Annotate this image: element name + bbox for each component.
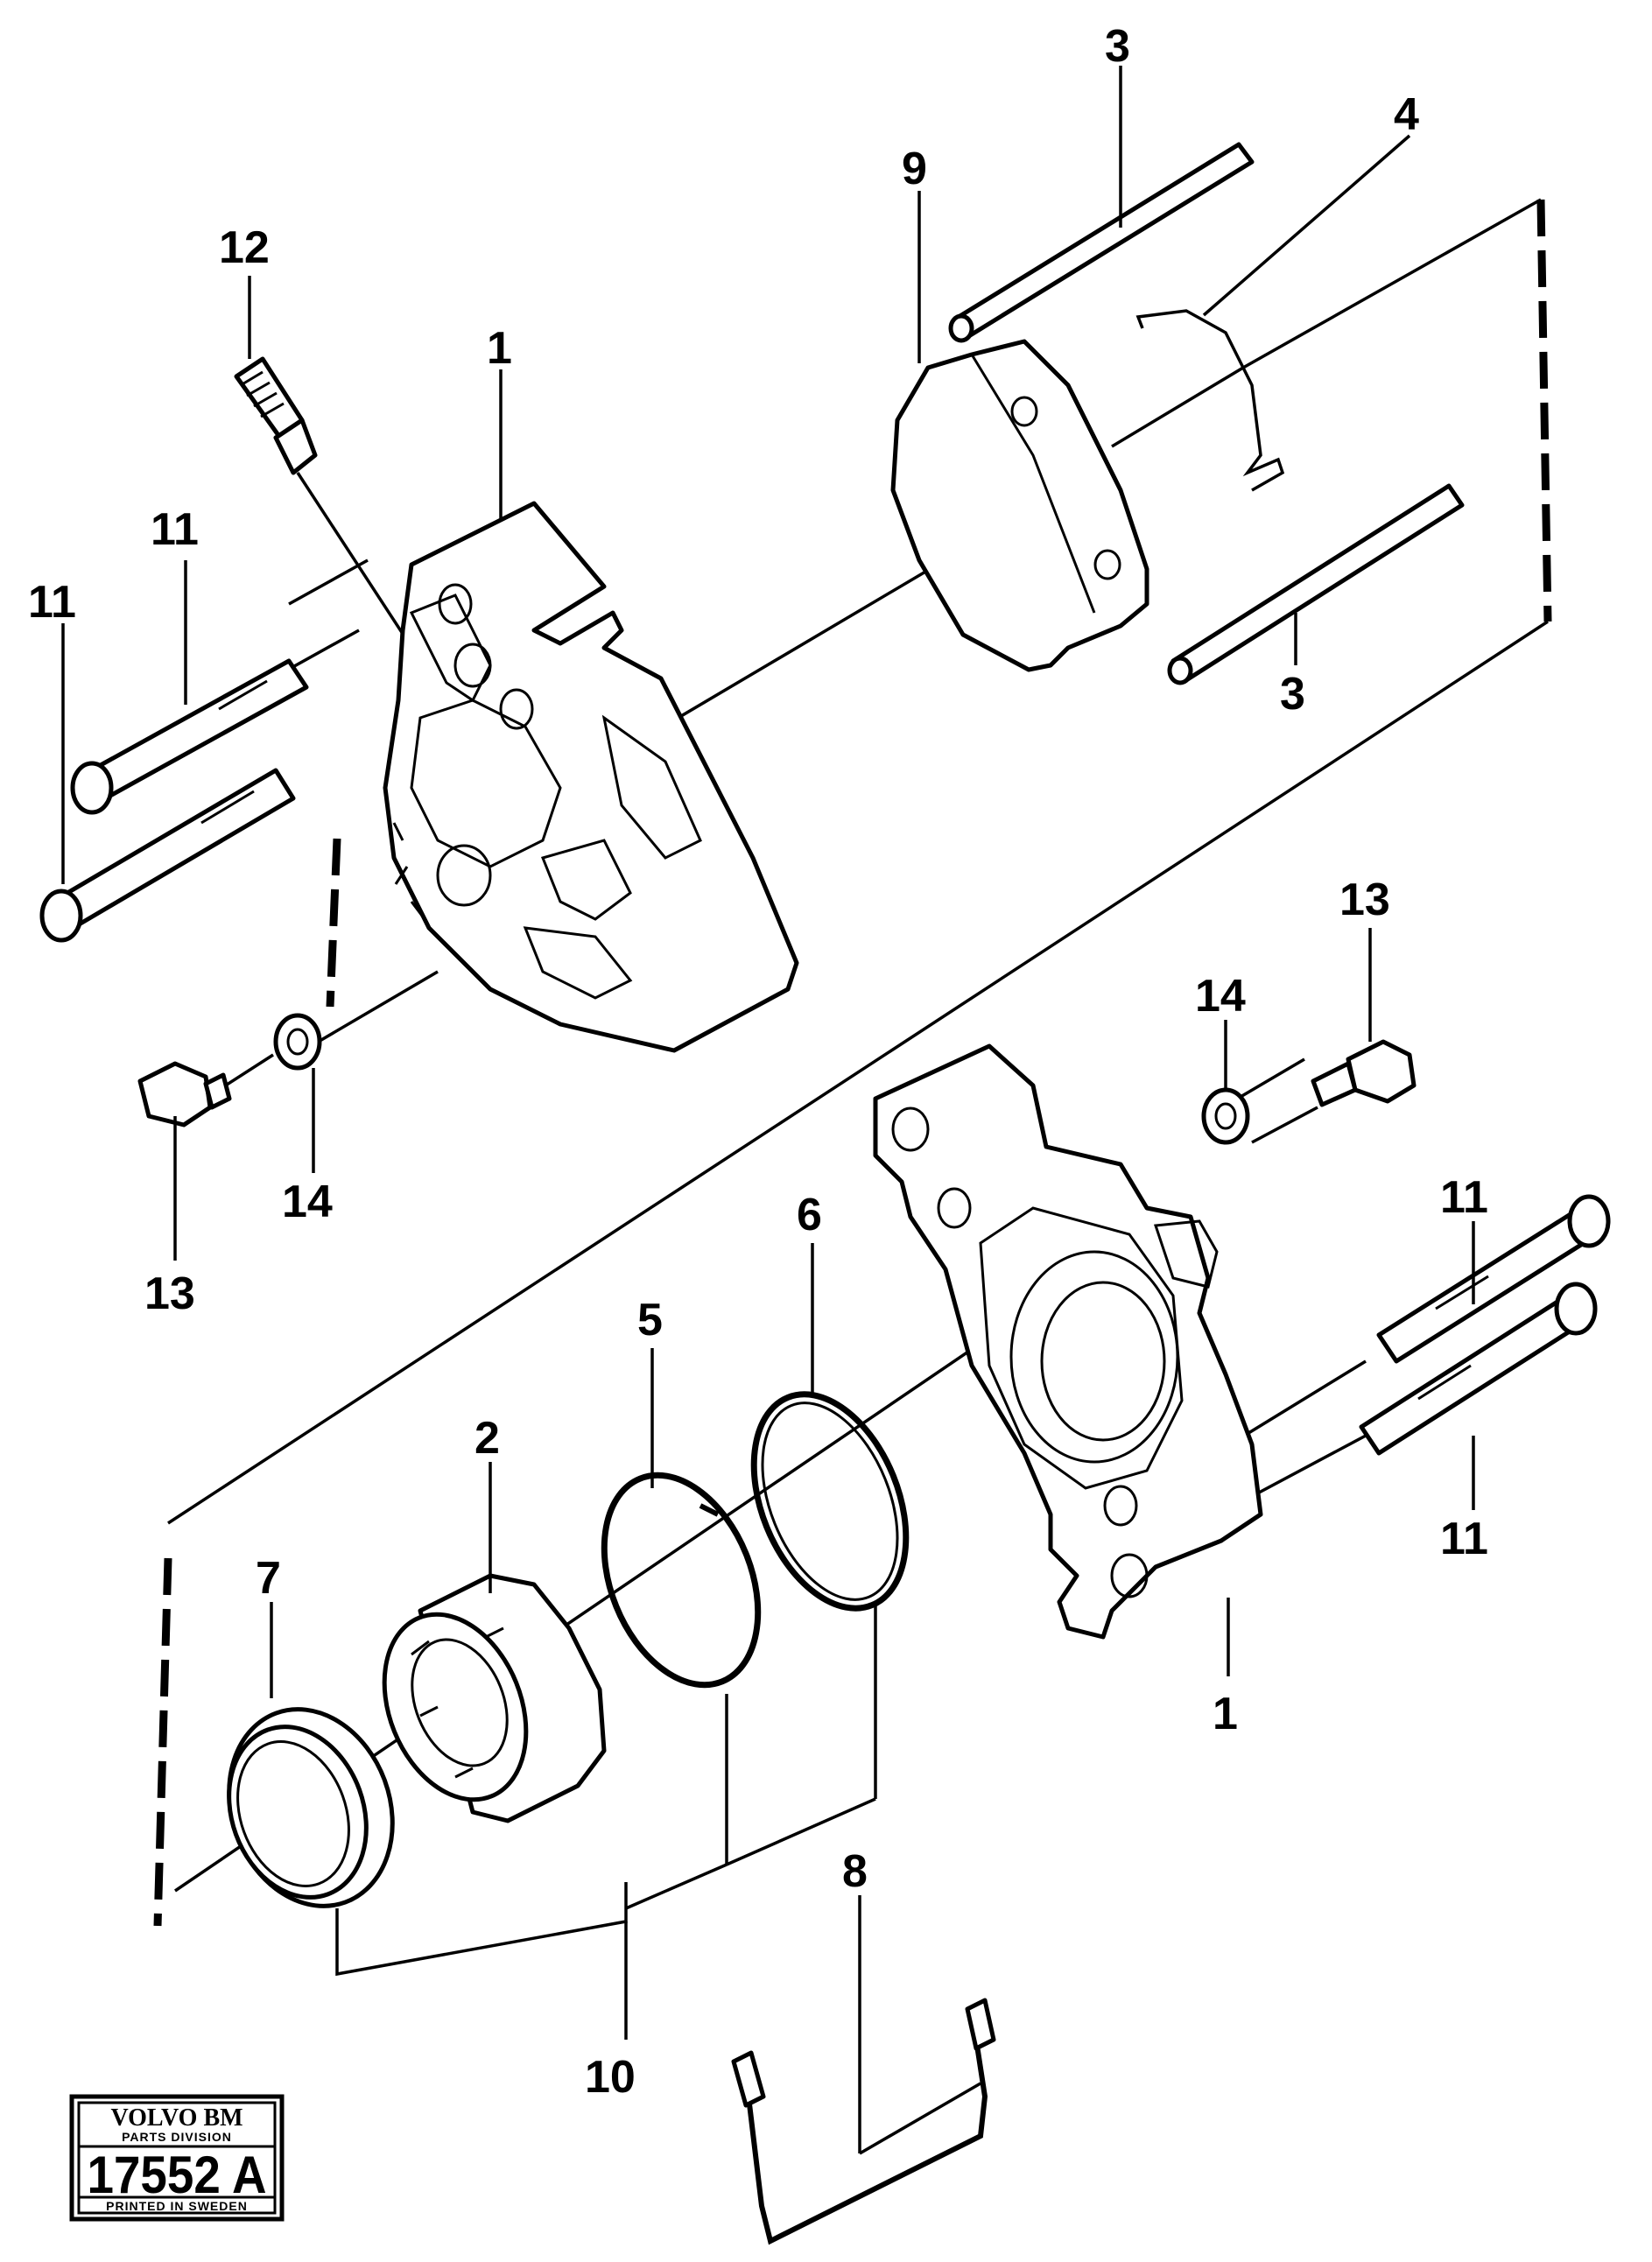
- callout-1-bottom: 1: [1213, 1689, 1238, 1739]
- callout-13-a: 13: [1339, 875, 1390, 925]
- callout-4: 4: [1394, 89, 1419, 140]
- bolt-lower-a: [1376, 1194, 1611, 1364]
- callout-11-d: 11: [1440, 1514, 1488, 1564]
- callout-1-top: 1: [487, 323, 512, 374]
- caliper-housing-upper: [383, 501, 799, 1053]
- stamp-number: 17552 A: [88, 2146, 267, 2204]
- callout-14-b: 14: [282, 1177, 333, 1227]
- brake-pipe: [731, 1998, 996, 2245]
- callout-3-top: 3: [1105, 21, 1130, 72]
- callout-13-b: 13: [144, 1268, 195, 1319]
- caliper-housing-lower: [873, 1043, 1263, 1640]
- callout-3-bottom: 3: [1280, 669, 1305, 720]
- o-ring: [750, 1391, 910, 1612]
- callout-12: 12: [219, 222, 270, 273]
- kit-10-bracket: [335, 1602, 877, 2040]
- callout-14-a: 14: [1195, 971, 1246, 1022]
- plug-right: [1311, 1039, 1417, 1107]
- washer-right: [1201, 1087, 1250, 1145]
- callout-8: 8: [842, 1846, 868, 1897]
- stamp-brand: VOLVO BM: [110, 2104, 243, 2132]
- bolt-upper-b: [39, 768, 296, 943]
- callout-6: 6: [797, 1190, 822, 1240]
- callout-2: 2: [475, 1413, 500, 1464]
- callout-11-c: 11: [1440, 1172, 1488, 1223]
- callout-7: 7: [256, 1553, 281, 1604]
- assembly-boundary: [153, 198, 1552, 1927]
- guide-pin-upper: [948, 142, 1255, 343]
- volvo-bm-parts-stamp: VOLVO BM PARTS DIVISION 17552 A PRINTED …: [69, 2094, 285, 2222]
- caliper-cover: [890, 339, 1149, 672]
- callout-labels: 3 4 9 12 1 11 11 3 13 14 14 13 11 11 6 5…: [28, 21, 1488, 2103]
- plug-left: [137, 1061, 232, 1127]
- callout-5: 5: [637, 1295, 663, 1345]
- callout-11-b: 11: [28, 577, 76, 628]
- bolt-upper-a: [70, 658, 309, 815]
- leader-lines: [61, 66, 1475, 2155]
- bleed-nipple: [234, 356, 318, 475]
- stamp-division: PARTS DIVISION: [122, 2130, 232, 2144]
- bolt-lower-b: [1359, 1282, 1598, 1456]
- washer-left: [273, 1013, 322, 1071]
- spring-clip: [1135, 309, 1285, 492]
- callout-11-a: 11: [151, 504, 199, 555]
- piston-seal: [227, 1707, 395, 1908]
- piston: [382, 1573, 607, 1823]
- guide-pin-lower: [1167, 483, 1465, 685]
- callout-9: 9: [902, 144, 927, 194]
- callout-10: 10: [585, 2052, 636, 2103]
- stamp-printed: PRINTED IN SWEDEN: [106, 2199, 248, 2213]
- retaining-ring: [601, 1472, 762, 1689]
